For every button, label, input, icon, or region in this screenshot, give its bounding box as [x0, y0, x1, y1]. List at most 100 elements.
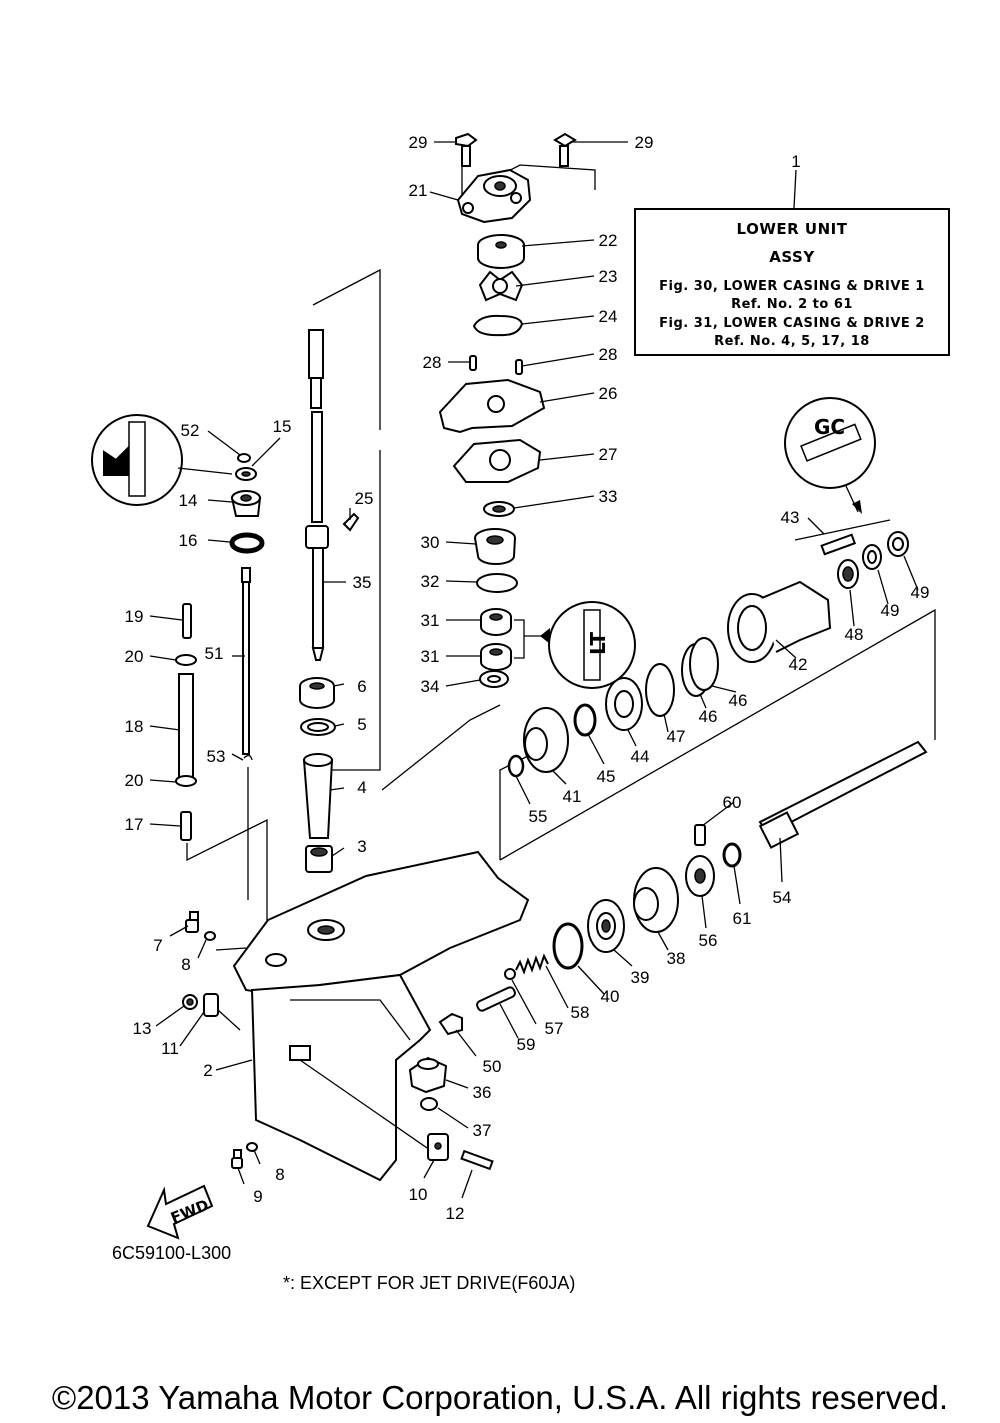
callout-26: 26: [599, 384, 618, 403]
callout-43: 43: [781, 508, 800, 527]
callout-15: 15: [273, 417, 292, 436]
cam-50: [438, 1012, 463, 1036]
oil-seal-49-left: [862, 544, 882, 570]
callout-9: 9: [253, 1187, 262, 1206]
bearing-44: [605, 677, 643, 731]
needle-bearing-3: [305, 845, 333, 873]
callout-28-right: 28: [599, 345, 618, 364]
callout-37: 37: [473, 1121, 492, 1140]
callout-12: 12: [446, 1204, 465, 1223]
clip-20-lower: [175, 775, 197, 787]
callout-58: 58: [571, 1003, 590, 1022]
clip-53: [243, 754, 253, 761]
drive-shaft-35: [305, 329, 329, 661]
callout-leaders: [149, 141, 919, 1199]
callout-46-right: 46: [729, 691, 748, 710]
callout-10: 10: [409, 1185, 428, 1204]
callout-36: 36: [473, 1083, 492, 1102]
callout-33: 33: [599, 487, 618, 506]
callout-25: 25: [355, 489, 374, 508]
nut-13: [182, 994, 198, 1010]
washer-34: [479, 670, 509, 688]
clip-20-upper: [175, 654, 197, 666]
callout-29-left: 29: [409, 133, 428, 152]
copyright-notice: ©2013 Yamaha Motor Corporation, U.S.A. A…: [51, 1379, 949, 1416]
callout-46-left: 46: [699, 707, 718, 726]
plug-7: [185, 911, 199, 933]
o-ring-47: [645, 663, 675, 717]
dowel-pin-28-right: [515, 359, 523, 375]
callout-54: 54: [773, 888, 792, 907]
callout-59: 59: [517, 1035, 536, 1054]
propeller-shaft-housing-42: [727, 580, 832, 663]
gasket-27: [452, 438, 542, 483]
callout-13: 13: [133, 1019, 152, 1038]
plunger-59: [476, 986, 516, 1012]
circlip-55: [507, 754, 525, 778]
key-25: [342, 512, 360, 532]
callout-42: 42: [789, 655, 808, 674]
spring-61: [722, 842, 742, 868]
o-ring-52: [237, 453, 251, 463]
callout-3: 3: [357, 837, 366, 856]
callout-4: 4: [357, 778, 366, 797]
assembly-guide-lines: [186, 164, 936, 960]
footnote: *: EXCEPT FOR JET DRIVE(F60JA): [283, 1273, 576, 1293]
outer-plate-26: [438, 378, 546, 434]
grommet-11: [203, 993, 219, 1017]
callout-8-upper: 8: [181, 955, 190, 974]
pin-60: [694, 824, 706, 846]
callout-50: 50: [483, 1057, 502, 1076]
callout-31-upper: 31: [421, 611, 440, 630]
callout-29-right: 29: [635, 133, 654, 152]
callout-16: 16: [179, 531, 198, 550]
shift-rod-51: [241, 567, 251, 755]
shim-5: [300, 718, 336, 736]
seal-housing-30: [474, 528, 516, 565]
grease-symbol-m-icon: [91, 414, 233, 506]
callout-40: 40: [601, 987, 620, 1006]
callout-45: 45: [597, 767, 616, 786]
note-title-line2: ASSY: [769, 248, 815, 266]
shim-40: [552, 922, 584, 970]
o-ring-32: [476, 573, 518, 593]
callout-52: 52: [181, 421, 200, 440]
callout-41: 41: [563, 787, 582, 806]
plug-9: [231, 1149, 243, 1169]
diagram-code: 6C59100-L300: [112, 1243, 232, 1263]
callout-44: 44: [631, 747, 650, 766]
callout-51: 51: [205, 644, 224, 663]
sleeve-4: [302, 753, 334, 839]
fitting-19: [182, 603, 192, 639]
callout-7: 7: [153, 936, 162, 955]
o-ring-46: [681, 637, 719, 697]
dowel-pin-28-left: [469, 355, 477, 371]
lower-casing-2: [232, 850, 530, 1182]
callout-20-lower: 20: [125, 771, 144, 790]
callout-20-upper: 20: [125, 647, 144, 666]
callout-numbers: 1 2 3 4 5 6 7 8 8 9 10 11 12 13 14 15 16…: [125, 133, 930, 1223]
callout-31-lower: 31: [421, 647, 440, 666]
callout-34: 34: [421, 677, 440, 696]
gasket-8-upper: [204, 931, 216, 941]
callout-61: 61: [733, 909, 752, 928]
oil-seal-31-lower: [480, 643, 512, 671]
bushing-14: [230, 490, 262, 517]
sealant-symbol-lt-icon: LT: [514, 601, 636, 689]
callout-17: 17: [125, 815, 144, 834]
callout-48: 48: [845, 625, 864, 644]
callout-35: 35: [353, 573, 372, 592]
note-line4: Ref. No. 4, 5, 17, 18: [714, 334, 870, 349]
anode-10: [427, 1133, 449, 1161]
bolt-29-right: [553, 132, 577, 167]
note-line2: Ref. No. 2 to 61: [731, 297, 853, 312]
callout-47: 47: [667, 727, 686, 746]
callout-2: 2: [203, 1061, 212, 1080]
callout-49-right: 49: [911, 583, 930, 602]
pinion-36: [408, 1056, 448, 1094]
callout-56: 56: [699, 931, 718, 950]
collar-15: [235, 467, 257, 481]
gasket-8-lower: [246, 1142, 258, 1152]
callout-22: 22: [599, 231, 618, 250]
